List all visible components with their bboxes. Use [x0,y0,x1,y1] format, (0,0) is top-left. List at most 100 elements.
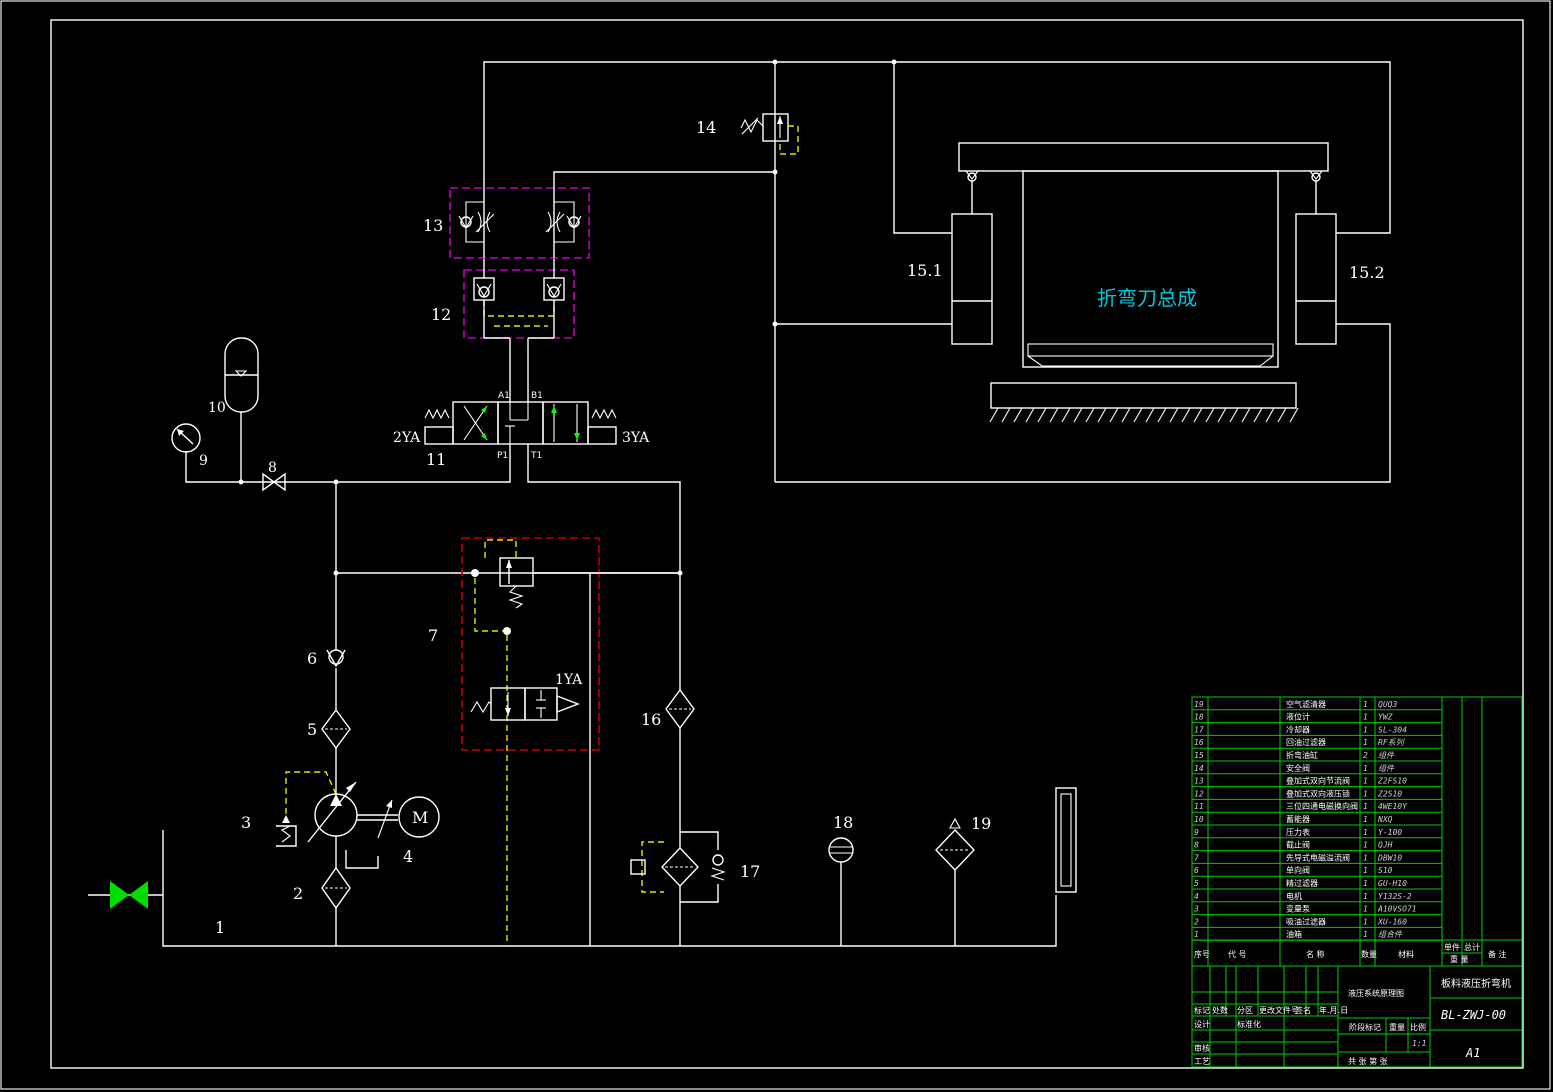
parts-row-qty: 1 [1363,738,1368,747]
motor-4 [377,796,440,839]
pressure-gauge-9 [171,423,201,453]
parts-row-name: 三位四通电磁换向阀 [1286,801,1358,811]
tb-sign: 签名 [1295,1005,1311,1015]
tb-count: 处数 [1212,1005,1228,1015]
label-19: 19 [971,814,991,833]
tb-mark: 标记 [1194,1005,1210,1015]
line-a [483,61,1391,234]
parts-row-qty: 1 [1363,866,1368,875]
port-a1: A1 [498,391,510,401]
tb-sheets: 共 张 第 张 [1348,1056,1388,1066]
parts-row-spec: NXQ [1377,815,1393,824]
parts-row-qty: 1 [1363,828,1368,837]
hdr-unit: 单件 [1444,942,1460,952]
parts-row-name: 蓄能器 [1286,814,1310,824]
parts-row-spec: 组件 [1378,751,1395,760]
accumulator-10 [224,337,259,482]
hdr-weight: 重 量 [1450,954,1469,964]
parts-row-name: 截止阀 [1286,840,1310,850]
parts-row-name: 单向阀 [1286,865,1310,875]
label-1: 1 [215,918,225,937]
parts-row-name: 液位计 [1286,712,1310,722]
parts-row-no: 16 [1194,738,1204,747]
parts-row-name: 叠加式双向液压锁 [1286,788,1350,798]
parts-row-name: 叠加式双向节流阀 [1286,776,1350,786]
parts-row-spec: Y-100 [1378,828,1402,837]
parts-row-qty: 1 [1363,764,1368,773]
tb-process: 工艺 [1194,1057,1210,1066]
check-valve-6 [326,482,346,668]
tb-design: 设计 [1194,1019,1210,1029]
cylinder-15-1 [951,170,993,345]
parts-row-no: 15 [1194,751,1204,760]
parts-row-no: 7 [1194,853,1199,862]
parts-row-no: 2 [1194,917,1199,926]
label-14: 14 [696,118,716,137]
parts-row-no: 10 [1194,815,1204,824]
suction-filter-2 [321,836,351,946]
tb-standard: 标准化 [1237,1019,1261,1029]
parts-row-qty: 1 [1363,777,1368,786]
label-3ya: 3YA [622,430,650,446]
parts-row-spec: YWZ [1378,713,1393,722]
label-3: 3 [241,813,251,832]
hdr-total: 总计 [1464,942,1480,952]
hdr-material: 材料 [1398,949,1414,959]
hdr-remark: 备 注 [1488,949,1507,959]
parts-row-name: 安全阀 [1286,763,1310,773]
parts-row-spec: XU-160 [1377,917,1407,926]
parts-row-name: 电机 [1286,891,1302,901]
variable-pump-3 [276,771,398,869]
parts-row-no: 5 [1194,879,1199,888]
parts-row-name: 精过滤器 [1286,878,1318,888]
parts-row-spec: QUQ3 [1378,700,1397,709]
parts-row-spec: Y132S-2 [1378,892,1412,901]
parts-row-no: 19 [1194,700,1204,709]
tb-scale: 1:1 [1412,1039,1426,1048]
parts-row-qty: 1 [1363,892,1368,901]
hdr-no: 序号 [1194,949,1210,959]
parts-row-no: 14 [1194,764,1204,773]
parts-row-qty: 1 [1363,713,1368,722]
parts-row-spec: SL-304 [1378,725,1407,734]
parts-row-spec: A10VSO71 [1377,905,1417,914]
parts-row-no: 4 [1194,892,1199,901]
drawing-size: A1 [1465,1046,1480,1060]
label-17: 17 [740,862,760,881]
port-t1: T1 [530,451,542,461]
port-b1: B1 [531,391,543,401]
parts-row-qty: 1 [1363,815,1368,824]
label-1ya: 1YA [555,672,583,688]
parts-row-spec: 4WE10Y [1378,802,1408,811]
label-16: 16 [641,710,661,729]
tb-date: 年.月.日 [1319,1005,1348,1015]
pressure-line [185,444,511,483]
parts-row-name: 折弯油缸 [1286,750,1318,760]
label-2ya: 2YA [393,430,421,446]
shutoff-valve-8 [262,472,286,492]
fine-filter-5 [321,668,351,794]
parts-row-name: 吸油过滤器 [1286,916,1326,926]
parts-row-name: 压力表 [1286,827,1310,837]
label-13: 13 [423,216,443,235]
product-name: 板料液压折弯机 [1441,977,1511,990]
parts-row-qty: 1 [1363,802,1368,811]
tb-stage: 阶段标记 [1349,1022,1381,1032]
label-4: 4 [403,847,413,866]
tb-zone: 分区 [1237,1006,1253,1015]
parts-row-name: 回油过滤器 [1286,737,1326,747]
parts-row-qty: 1 [1363,725,1368,734]
parts-row-no: 12 [1194,789,1204,798]
parts-row-no: 6 [1194,866,1199,875]
label-6: 6 [307,649,317,668]
parts-row-spec: GU-H10 [1378,879,1407,888]
hdr-qty: 数量 [1361,949,1377,959]
air-filter-19 [935,817,975,946]
parts-row-qty: 1 [1363,789,1368,798]
parts-row-spec: Z2FS10 [1377,777,1407,786]
parts-row-name: 油箱 [1286,929,1302,939]
tb-weight: 重量 [1389,1022,1405,1032]
